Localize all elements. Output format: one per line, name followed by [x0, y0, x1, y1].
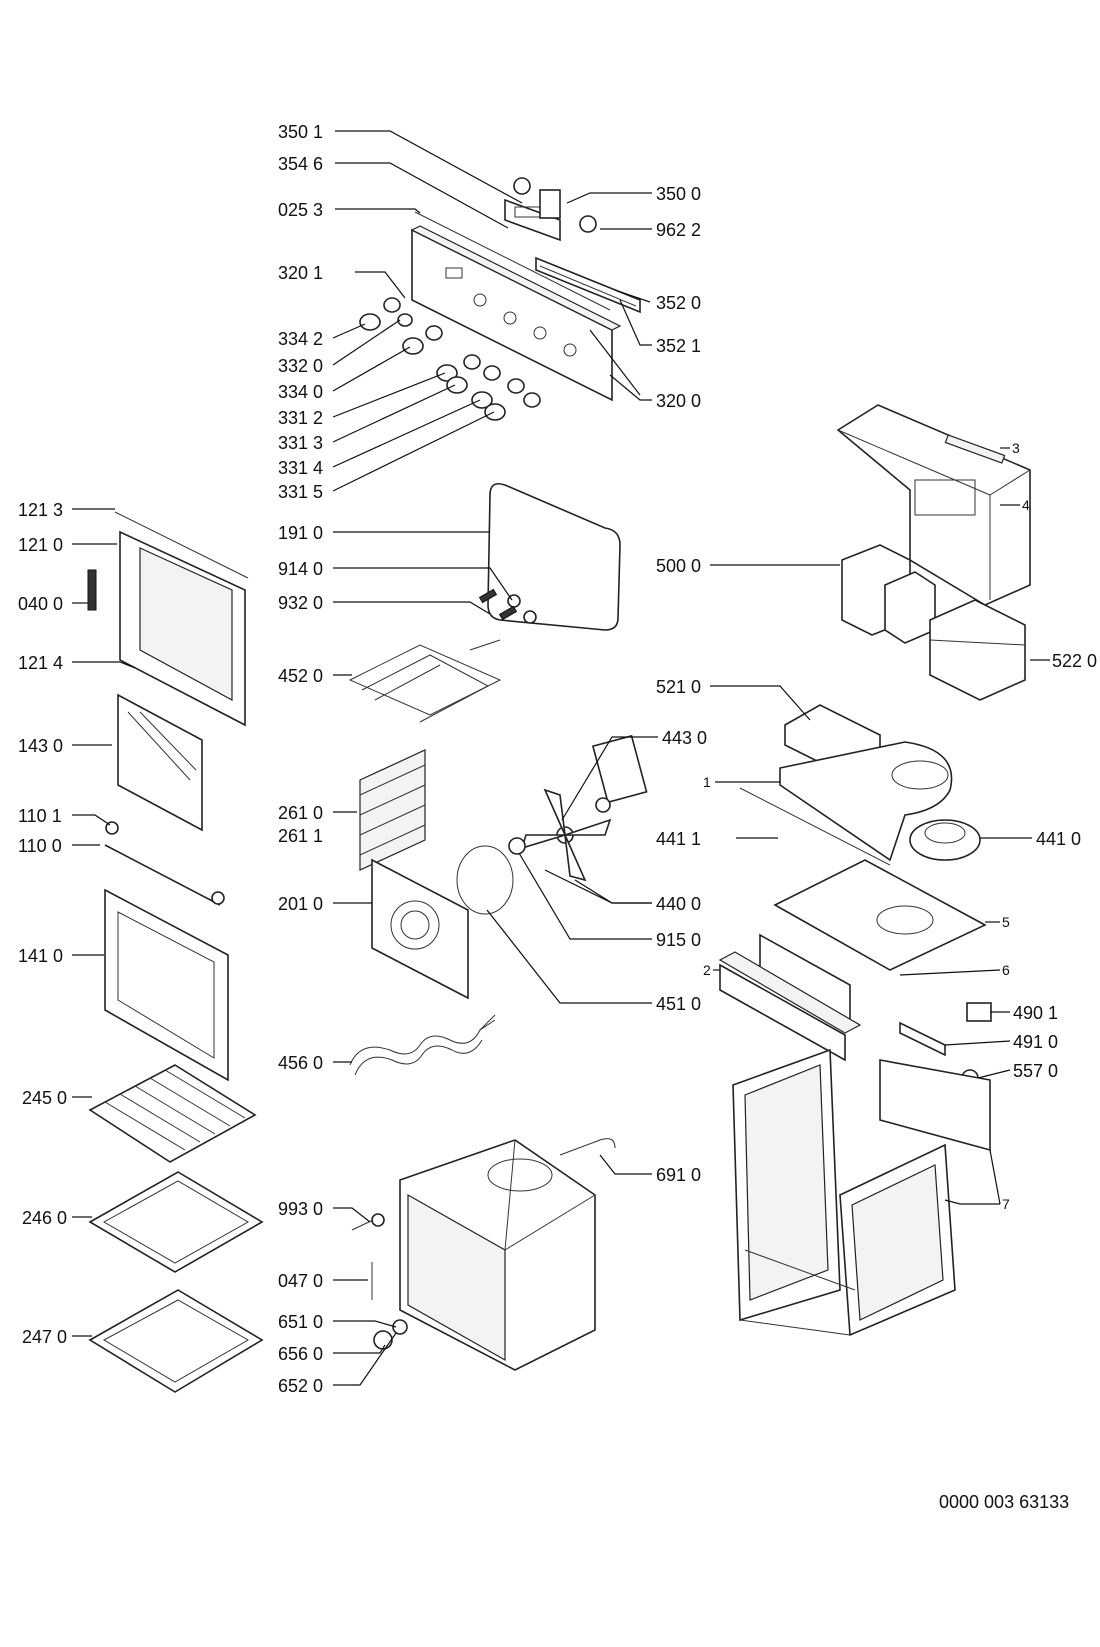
label-5220: 522 0	[1052, 651, 1097, 671]
label-2610: 261 0	[278, 803, 323, 823]
label-1214: 121 4	[18, 653, 63, 673]
label-1213: 121 3	[18, 500, 63, 520]
label-5210: 521 0	[656, 677, 701, 697]
wire-rack-part	[88, 1064, 257, 1163]
label-6: 6	[1002, 962, 1010, 978]
label-3342: 334 2	[278, 329, 323, 349]
grill-element-part	[348, 639, 502, 723]
label-7: 7	[1002, 1196, 1010, 1212]
label-4910: 491 0	[1013, 1032, 1058, 1052]
label-9140: 914 0	[278, 559, 323, 579]
label-4901: 490 1	[1013, 1003, 1058, 1023]
label-3320: 332 0	[278, 356, 323, 376]
knobs-group	[359, 297, 541, 421]
label-3: 3	[1012, 440, 1020, 456]
leader-lines	[72, 130, 1050, 1386]
side-runners-part	[359, 749, 426, 871]
label-1430: 143 0	[18, 736, 63, 756]
label-2460: 246 0	[22, 1208, 67, 1228]
fan-blade-part	[520, 788, 612, 882]
label-3500: 350 0	[656, 184, 701, 204]
part-labels: 350 1 354 6 025 3 320 1 334 2 332 0 334 …	[18, 122, 1097, 1512]
label-4560: 456 0	[278, 1053, 323, 1073]
document-number: 0000 003 63133	[939, 1492, 1069, 1512]
casing-part	[732, 1048, 991, 1337]
label-5000: 500 0	[656, 556, 701, 576]
door-gasket-part	[487, 482, 621, 631]
label-2470: 247 0	[22, 1327, 67, 1347]
label-0253: 025 3	[278, 200, 323, 220]
label-3313: 331 3	[278, 433, 323, 453]
label-2611: 261 1	[278, 826, 323, 846]
label-3314: 331 4	[278, 458, 323, 478]
label-1910: 191 0	[278, 523, 323, 543]
label-4410: 441 0	[1036, 829, 1081, 849]
outer-door-part	[104, 888, 229, 1082]
label-3201: 320 1	[278, 263, 323, 283]
bottom-element-part	[349, 1014, 496, 1076]
fan-nut-part	[508, 837, 526, 855]
label-9150: 915 0	[656, 930, 701, 950]
label-1210: 121 0	[18, 535, 63, 555]
label-1410: 141 0	[18, 946, 63, 966]
label-3501: 350 1	[278, 122, 323, 142]
label-3546: 354 6	[278, 154, 323, 174]
label-2450: 245 0	[22, 1088, 67, 1108]
label-5570: 557 0	[1013, 1061, 1058, 1081]
label-4430: 443 0	[662, 728, 707, 748]
circular-element-part	[456, 845, 514, 915]
label-4400: 440 0	[656, 894, 701, 914]
display-module-part	[504, 177, 597, 242]
label-0470: 047 0	[278, 1271, 323, 1291]
baking-tray-part	[88, 1171, 264, 1273]
label-1100: 110 0	[18, 836, 62, 856]
front-frame-part	[718, 933, 862, 1062]
fan-housing-part	[739, 741, 953, 866]
relay-board-part	[929, 599, 1026, 701]
label-3520: 352 0	[656, 293, 701, 313]
label-9622: 962 2	[656, 220, 701, 240]
label-3315: 331 5	[278, 482, 323, 502]
door-glass-part	[117, 693, 203, 832]
base-plate-part	[773, 859, 987, 971]
cooling-fan-part	[909, 819, 981, 861]
label-3521: 352 1	[656, 336, 701, 356]
label-9930: 993 0	[278, 1199, 323, 1219]
label-6520: 652 0	[278, 1376, 323, 1396]
label-1: 1	[703, 774, 711, 790]
label-3340: 334 0	[278, 382, 323, 402]
label-3312: 331 2	[278, 408, 323, 428]
label-6510: 651 0	[278, 1312, 323, 1332]
fasteners-part	[478, 588, 537, 624]
label-5: 5	[1002, 914, 1010, 930]
label-9320: 932 0	[278, 593, 323, 613]
oven-cavity-part	[399, 1139, 596, 1371]
fan-cover-part	[371, 858, 469, 1000]
label-2: 2	[703, 962, 711, 978]
door-handle-part	[104, 821, 225, 906]
control-panel-part	[410, 211, 622, 402]
label-2010: 201 0	[278, 894, 323, 914]
label-1101: 110 1	[18, 806, 62, 826]
label-4411: 441 1	[656, 829, 701, 849]
small-parts-part	[351, 1138, 616, 1350]
label-4: 4	[1022, 497, 1030, 513]
control-strip-part	[535, 256, 641, 314]
top-cover-part	[836, 404, 1031, 606]
deep-tray-part	[88, 1289, 264, 1393]
label-3200: 320 0	[656, 391, 701, 411]
door-frame-part	[87, 511, 249, 727]
label-4510: 451 0	[656, 994, 701, 1014]
label-0400: 040 0	[18, 594, 63, 614]
label-6560: 656 0	[278, 1344, 323, 1364]
label-6910: 691 0	[656, 1165, 701, 1185]
fan-motor-part	[591, 734, 648, 813]
label-4520: 452 0	[278, 666, 323, 686]
